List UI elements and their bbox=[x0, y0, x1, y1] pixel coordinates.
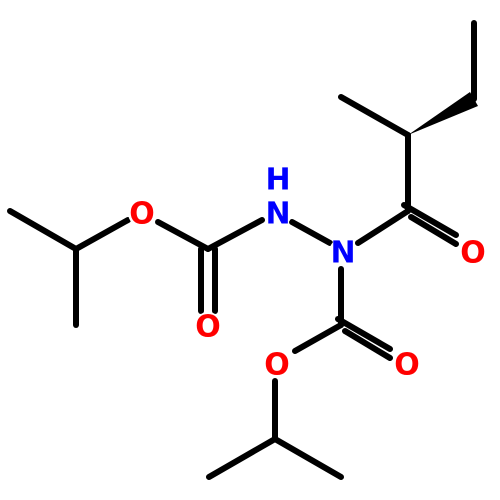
atom-label-n-central: N bbox=[330, 236, 355, 271]
atom-label-o-ester1: O bbox=[129, 197, 155, 232]
bond-carbamate2-to-ester-oxygen bbox=[292, 322, 344, 354]
atom-oxygen-acyl: O bbox=[459, 236, 487, 271]
atom-oxygen-ester2: O bbox=[263, 348, 291, 383]
atom-label-o-ester2: O bbox=[264, 348, 290, 383]
atom-nitrogen-nh: N H bbox=[264, 163, 292, 232]
atom-nitrogen-central: N bbox=[329, 236, 357, 271]
atom-oxygen-carbonyl1: O bbox=[194, 310, 222, 345]
atom-label-h-on-n: H bbox=[265, 163, 290, 198]
bond-isopropyl2-methyl-left bbox=[206, 436, 278, 480]
bond-carbamate2-double-o-b bbox=[342, 328, 393, 361]
atom-label-o-acyl: O bbox=[460, 236, 486, 271]
atom-label-n-nh: N bbox=[265, 197, 290, 232]
bond-acyl-double-o-a bbox=[401, 202, 459, 238]
atom-oxygen-ester1: O bbox=[128, 197, 156, 232]
bond-isopropyl1-to-oxygen bbox=[73, 217, 131, 252]
atom-label-o-carbonyl2: O bbox=[394, 348, 420, 383]
bond-oxygen-to-carbamate-carbon1 bbox=[155, 219, 211, 252]
bond-isopropyl1-methyl-left bbox=[7, 208, 79, 252]
bond-nh-to-n bbox=[289, 219, 333, 246]
bond-acyl-double-o-b bbox=[408, 214, 459, 247]
wedge-bond-chiral-to-ethyl bbox=[408, 92, 478, 135]
bond-carbamate1-to-nh bbox=[205, 217, 265, 252]
bond-isopropyl2-methyl-right bbox=[272, 436, 344, 480]
atom-oxygen-carbonyl2: O bbox=[393, 348, 421, 383]
bond-n-to-acyl-carbon bbox=[355, 208, 411, 246]
atom-label-o-carbonyl1: O bbox=[195, 310, 221, 345]
bond-chiral-to-methyl bbox=[338, 94, 411, 138]
bond-carbamate2-double-o-a bbox=[335, 316, 393, 352]
